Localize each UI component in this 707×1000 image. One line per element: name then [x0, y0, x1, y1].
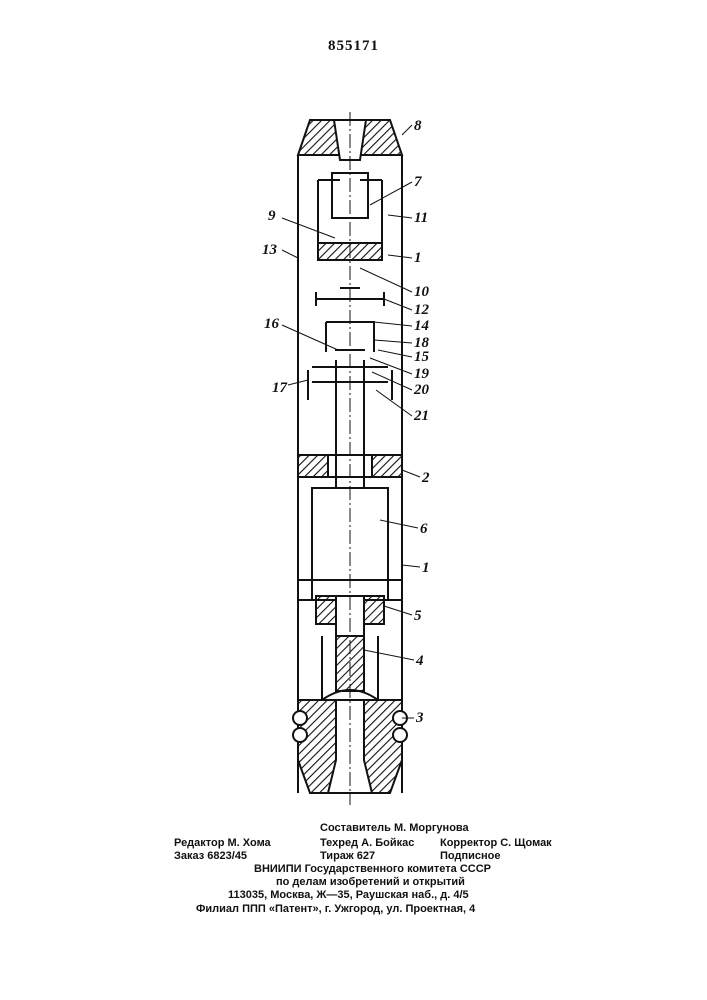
label-2: 2	[421, 470, 430, 486]
imprint-techred: Техред А. Бойкас	[320, 837, 414, 849]
imprint-address: 113035, Москва, Ж—35, Раушская наб., д. …	[228, 889, 469, 901]
imprint-circulation: Тираж 627	[320, 850, 375, 862]
imprint-order: Заказ 6823/45	[174, 850, 247, 862]
imprint-corrector: Корректор С. Щомак	[440, 837, 552, 849]
imprint-org2: по делам изобретений и открытий	[276, 876, 465, 888]
label-11: 11	[414, 210, 428, 226]
label-17: 17	[272, 380, 288, 396]
label-1: 1	[414, 250, 422, 266]
label-1b: 1	[422, 560, 430, 576]
imprint-branch: Филиал ППП «Патент», г. Ужгород, ул. Про…	[196, 903, 475, 915]
imprint-subscription: Подписное	[440, 850, 500, 862]
label-9: 9	[268, 208, 276, 224]
label-7: 7	[414, 174, 422, 190]
imprint-org1: ВНИИПИ Государственного комитета СССР	[254, 863, 491, 875]
label-19: 19	[414, 366, 430, 382]
label-20: 20	[413, 382, 430, 398]
label-15: 15	[414, 349, 430, 365]
label-4: 4	[415, 653, 424, 669]
label-3: 3	[415, 710, 424, 726]
imprint-compiler: Составитель М. Моргунова	[320, 822, 469, 834]
label-14: 14	[414, 318, 430, 334]
imprint-editor: Редактор М. Хома	[174, 837, 271, 849]
label-5: 5	[414, 608, 422, 624]
label-6: 6	[420, 521, 428, 537]
label-12: 12	[414, 302, 430, 318]
label-16: 16	[264, 316, 280, 332]
label-8: 8	[414, 118, 422, 134]
label-13: 13	[262, 242, 278, 258]
label-10: 10	[414, 284, 430, 300]
label-21: 21	[413, 408, 429, 424]
